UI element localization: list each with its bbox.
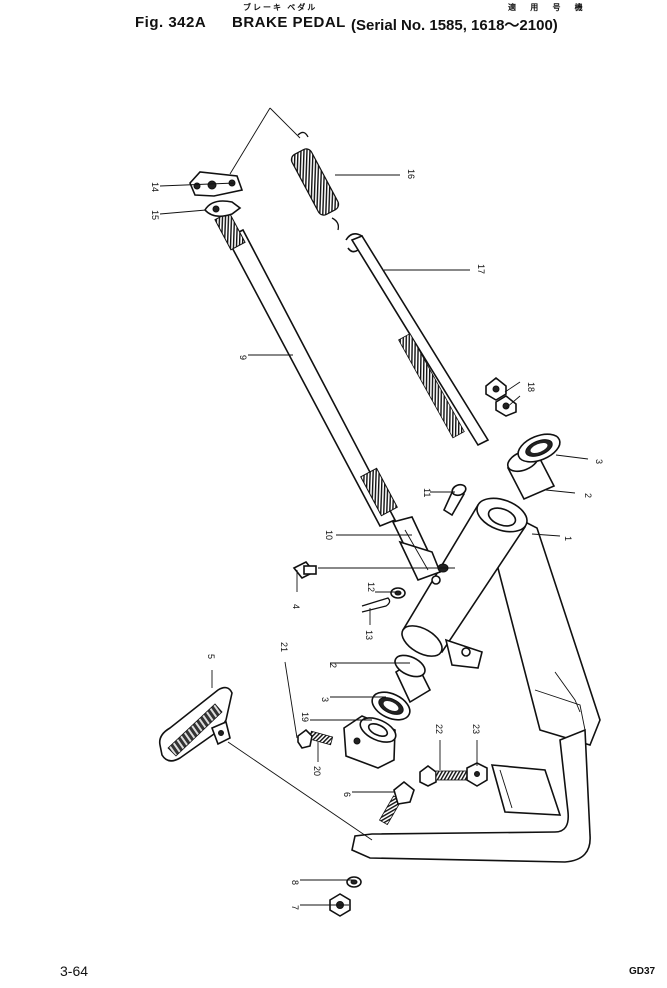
spring-rod bbox=[345, 232, 490, 447]
callout-1: 1 bbox=[563, 536, 573, 541]
japanese-applicable-note: 適 用 号 機 bbox=[508, 3, 589, 12]
callout-10: 10 bbox=[324, 530, 334, 540]
callout-3: 3 bbox=[594, 459, 604, 464]
callout-16: 16 bbox=[406, 169, 416, 179]
pin-washer bbox=[390, 587, 406, 599]
callout-19: 19 bbox=[300, 712, 310, 722]
callout-20: 20 bbox=[312, 766, 322, 776]
callout-14: 14 bbox=[150, 182, 160, 192]
callout-2: 2 bbox=[328, 663, 338, 668]
cotter-pin bbox=[361, 597, 391, 613]
callout-4: 4 bbox=[291, 604, 301, 609]
callout-9: 9 bbox=[238, 355, 248, 360]
leader-lines bbox=[159, 107, 589, 906]
callout-17: 17 bbox=[476, 264, 486, 274]
grease-fitting bbox=[292, 560, 317, 580]
figure-number: Fig. 342A bbox=[135, 14, 207, 31]
callout-8: 8 bbox=[290, 880, 300, 885]
nuts bbox=[485, 376, 517, 417]
stop-nut bbox=[466, 762, 488, 787]
drawing-code: GD37 bbox=[629, 966, 656, 977]
callout-22: 22 bbox=[434, 724, 444, 734]
callout-21: 21 bbox=[279, 642, 289, 652]
washer bbox=[204, 200, 242, 218]
callout-6: 6 bbox=[342, 792, 352, 797]
part-name: BRAKE PEDAL bbox=[232, 14, 346, 31]
clevis-pin bbox=[442, 483, 467, 517]
page-number: 3-64 bbox=[60, 963, 89, 979]
callout-7: 7 bbox=[290, 905, 300, 910]
seal-lower bbox=[371, 691, 411, 721]
callout-2: 2 bbox=[583, 493, 593, 498]
callout-23: 23 bbox=[471, 724, 481, 734]
callout-15: 15 bbox=[150, 210, 160, 220]
callout-12: 12 bbox=[366, 582, 376, 592]
set-screw bbox=[297, 728, 334, 749]
japanese-part-name: ブレーキ ペダル bbox=[243, 3, 318, 12]
return-spring bbox=[290, 131, 340, 231]
seal-upper bbox=[517, 433, 561, 463]
callout-5: 5 bbox=[206, 654, 216, 659]
collar bbox=[343, 715, 397, 769]
figure-title: Fig. 342A ブレーキ ペダル 適 用 号 機 BRAKE PEDAL (… bbox=[135, 2, 655, 34]
bushing-lower bbox=[394, 654, 432, 704]
callout-11: 11 bbox=[422, 488, 432, 497]
lock-washer bbox=[346, 876, 362, 888]
pedal-bolt bbox=[378, 780, 415, 826]
callout-18: 18 bbox=[526, 382, 536, 392]
serial-range: (Serial No. 1585, 1618～2100) bbox=[351, 17, 558, 34]
clevis bbox=[391, 516, 449, 582]
callout-labels: 1 2 2 3 3 4 5 6 7 8 9 10 11 12 13 14 15 … bbox=[150, 169, 604, 910]
callout-13: 13 bbox=[364, 630, 374, 640]
pedal-pad bbox=[158, 686, 233, 762]
pedal-lever bbox=[351, 497, 601, 863]
callout-3: 3 bbox=[320, 697, 330, 702]
stop-bolt bbox=[419, 765, 469, 787]
